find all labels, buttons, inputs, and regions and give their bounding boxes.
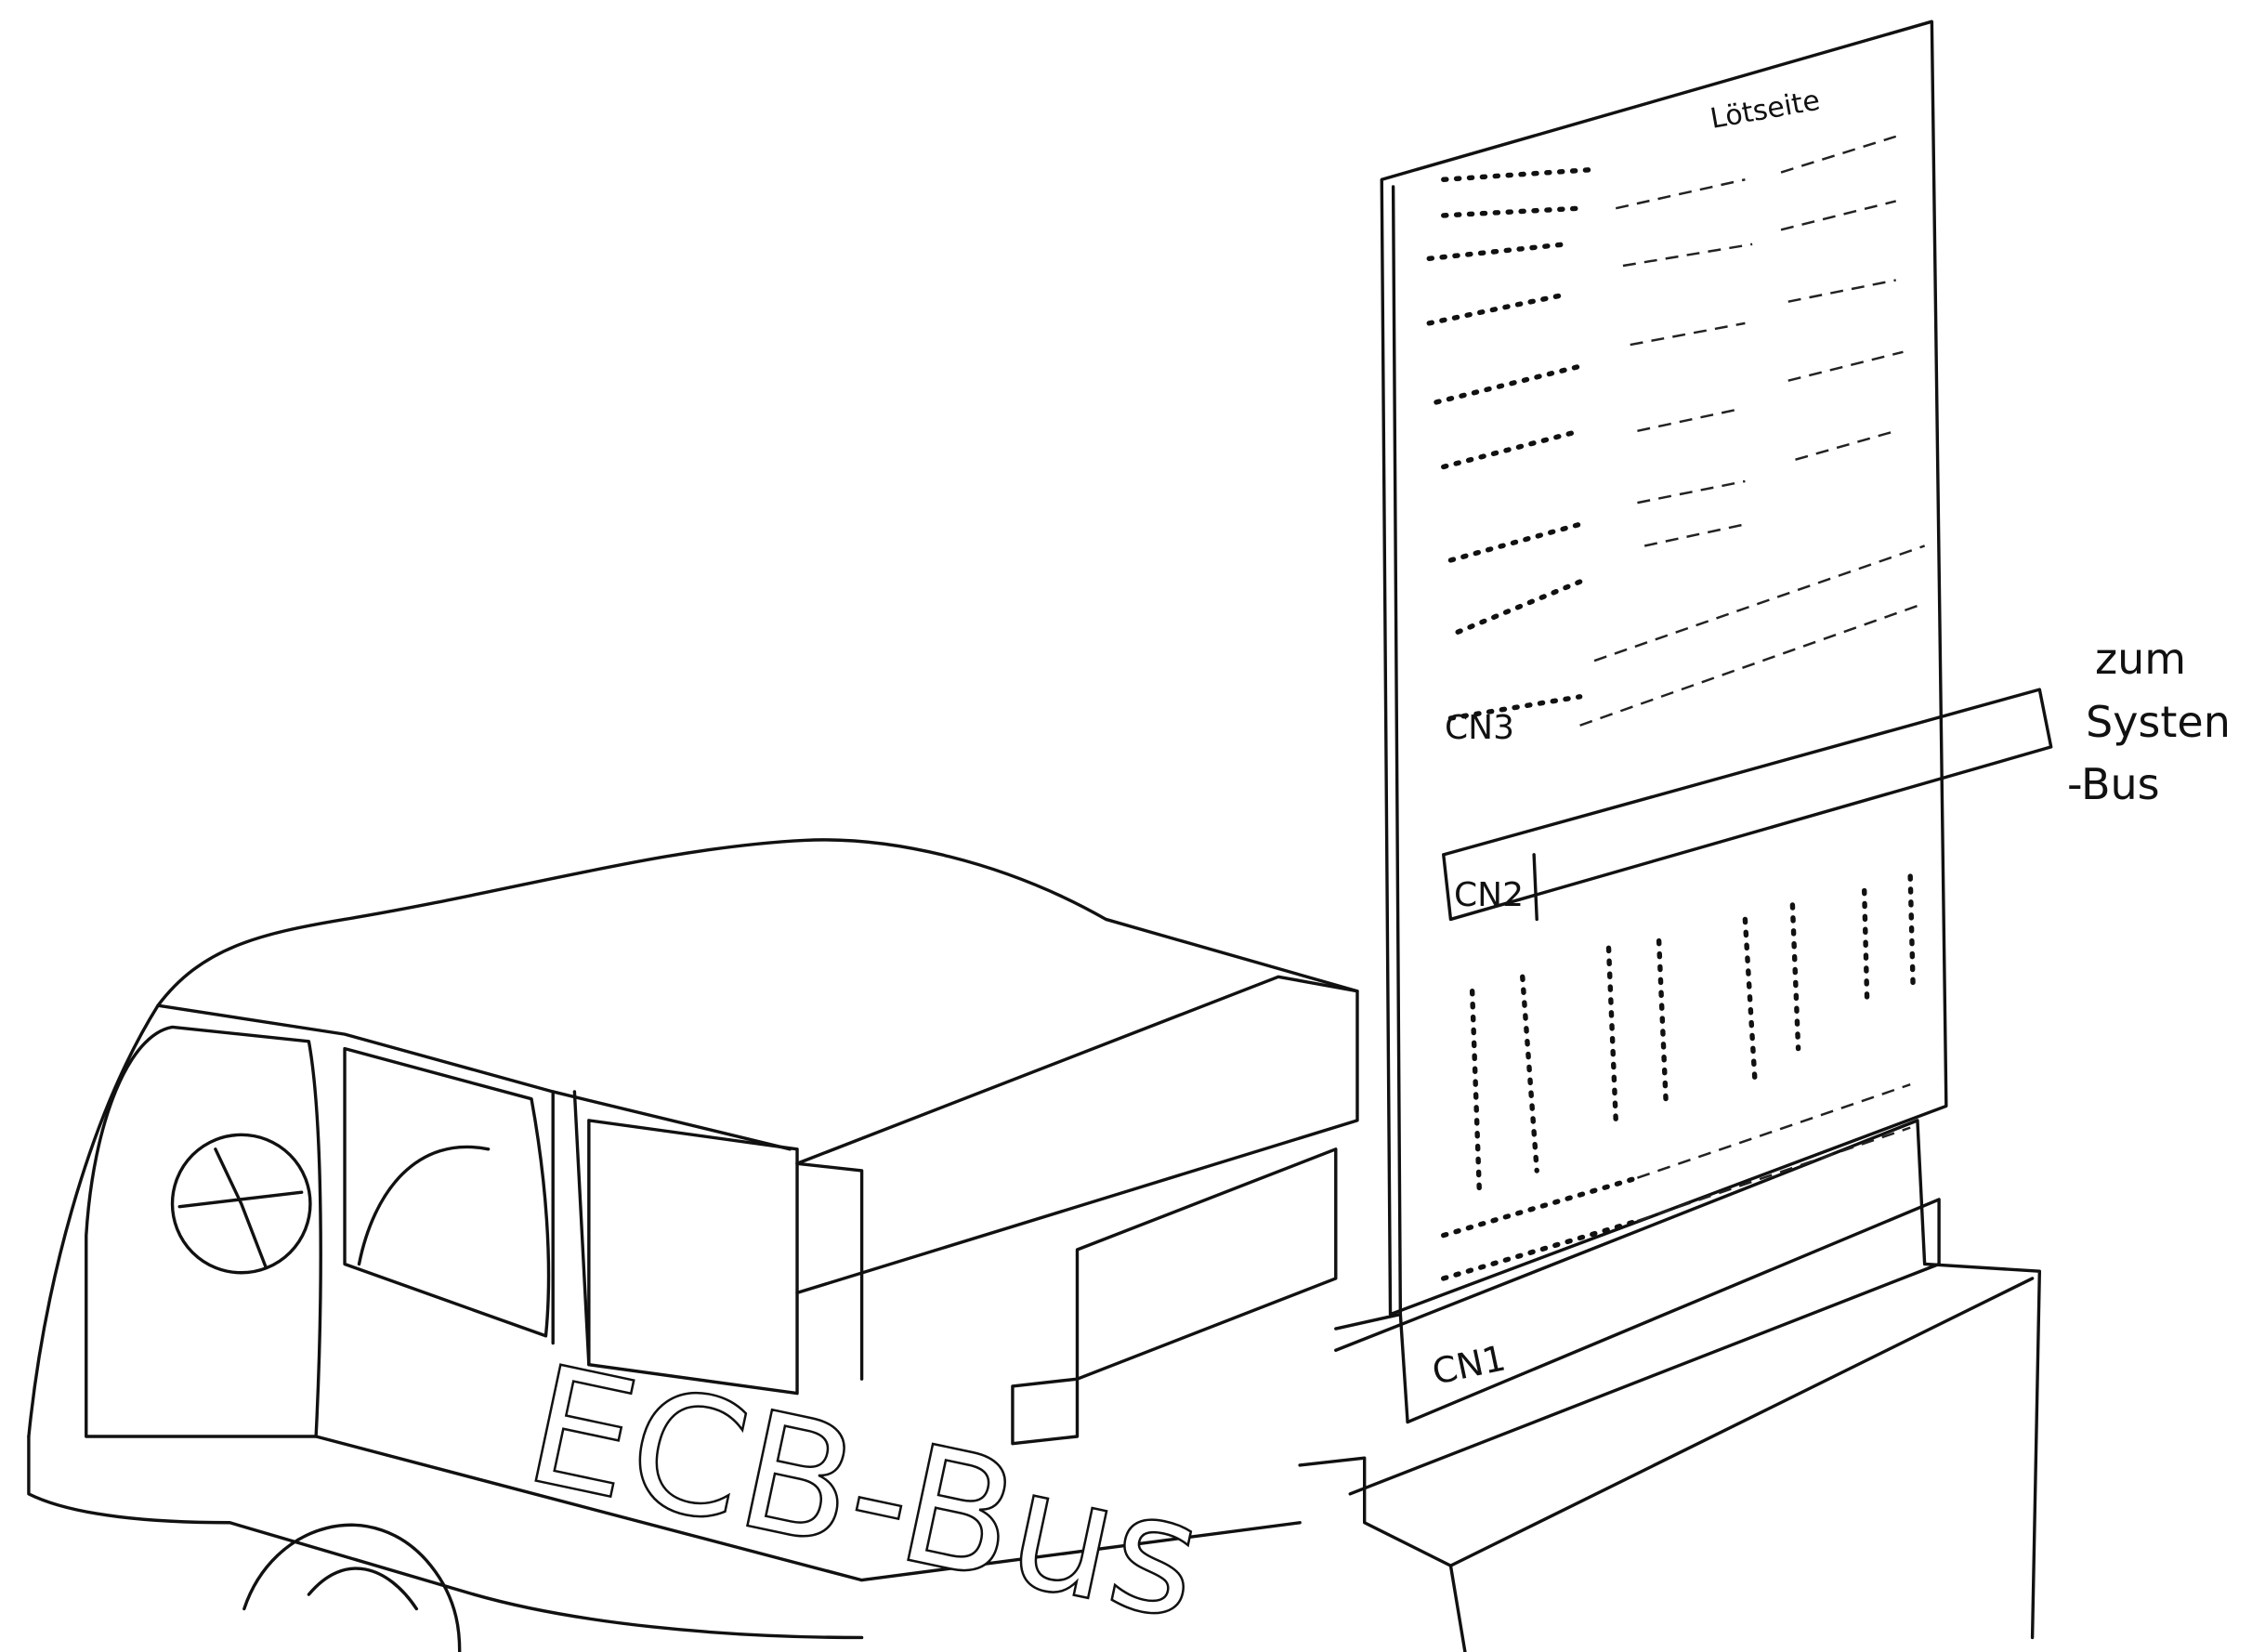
system-bus-label-line3: -Bus <box>2067 759 2160 809</box>
solder-side-label: Lötseite <box>1708 85 1822 136</box>
solder-pads <box>1426 135 1926 1281</box>
connector-cn3-label: CN3 <box>1445 709 1514 747</box>
system-bus-label-line2: Systen <box>2086 697 2231 747</box>
platform-drawing <box>1298 1119 2042 1652</box>
truck-drawing <box>27 838 1359 1652</box>
connector-cn2-label: CN2 <box>1454 876 1524 914</box>
circuit-board <box>1380 20 2053 1317</box>
system-bus-label-line1: zum <box>2095 634 2186 684</box>
truck-title-ecb-bus: ECB-Bus <box>512 1331 1216 1652</box>
